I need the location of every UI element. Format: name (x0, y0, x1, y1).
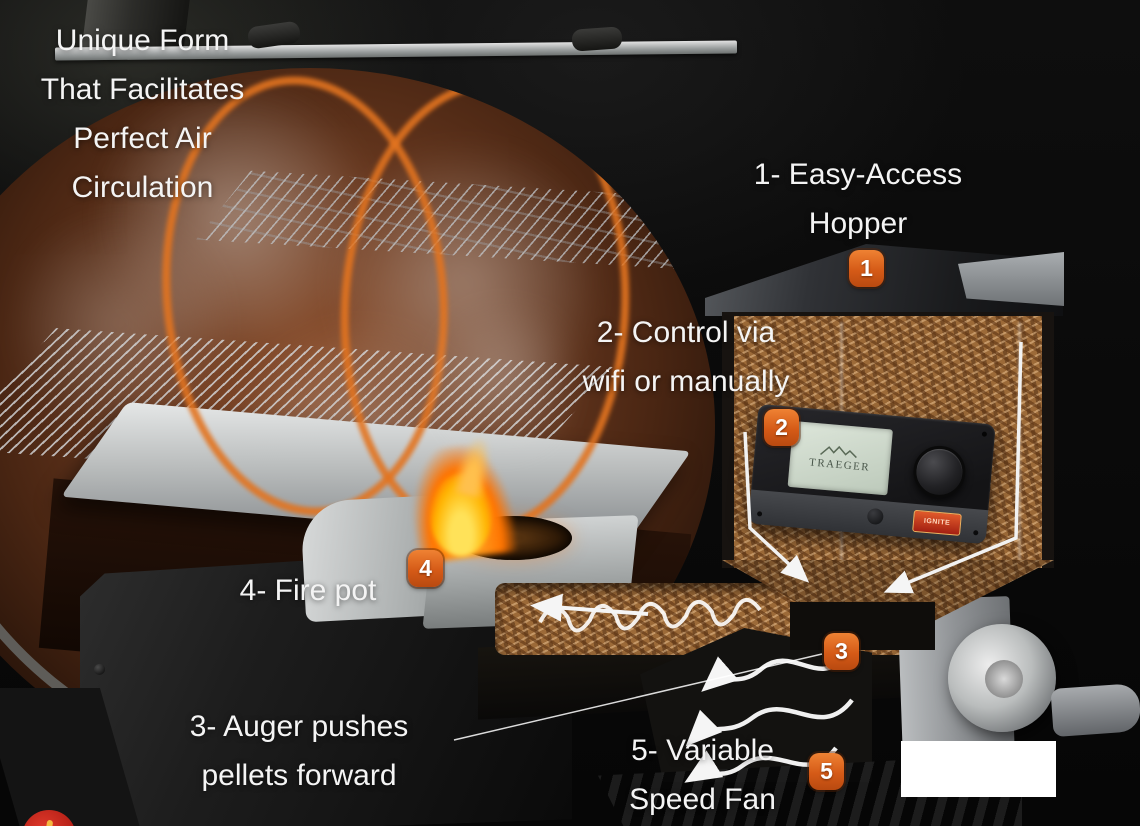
controller-panel: TRAEGER IGNITE (748, 403, 996, 545)
label-line: Perfect Air (73, 122, 212, 155)
label-line: pellets forward (201, 759, 397, 792)
flame (400, 434, 535, 573)
label-line: 5- Variable (631, 734, 774, 767)
traeger-mountain-logo (820, 445, 857, 459)
label-line: That Facilitates (40, 73, 245, 106)
bolt (94, 664, 105, 675)
badge-1-hopper: 1 (849, 250, 884, 287)
label-auger: 3- Auger pushes pellets forward (146, 702, 452, 800)
label-fire-pot: 4- Fire pot (218, 566, 398, 615)
control-knob[interactable] (911, 443, 968, 501)
funnel-chute (790, 602, 935, 650)
label-variable-speed-fan: 5- Variable Speed Fan (600, 726, 805, 824)
screw (981, 431, 988, 437)
badge-4-firepot: 4 (408, 550, 443, 587)
controller-display: TRAEGER (787, 420, 893, 496)
badge-3-auger: 3 (824, 633, 859, 670)
badge-5-fan: 5 (809, 753, 844, 790)
ignite-button[interactable]: IGNITE (912, 509, 962, 536)
label-easy-access-hopper: 1- Easy-Access Hopper (712, 150, 1004, 248)
auger-motor-hub (985, 660, 1023, 698)
label-line: Hopper (808, 207, 908, 240)
label-line: wifi or manually (582, 365, 790, 398)
label-control-wifi: 2- Control via wifi or manually (528, 308, 844, 406)
label-line: 3- Auger pushes (189, 710, 409, 743)
label-line: 2- Control via (596, 316, 776, 349)
lid-hinge (571, 26, 623, 52)
white-cover-patch (901, 741, 1056, 797)
flame-smoke (438, 286, 568, 476)
hopper-glass-reflection (1018, 322, 1021, 562)
label-air-circulation: Unique Form That Facilitates Perfect Air… (0, 16, 285, 212)
menu-button[interactable] (866, 507, 884, 526)
motor-cylinder (1050, 682, 1140, 738)
label-line: Circulation (71, 171, 214, 204)
label-line: 1- Easy-Access (753, 158, 963, 191)
label-line: Unique Form (55, 24, 230, 57)
badge-2-control: 2 (764, 409, 799, 446)
label-line: 4- Fire pot (239, 574, 377, 607)
label-line: Speed Fan (629, 783, 776, 816)
corner-logo-badge (22, 810, 76, 826)
corner-logo-glyph (44, 819, 54, 826)
